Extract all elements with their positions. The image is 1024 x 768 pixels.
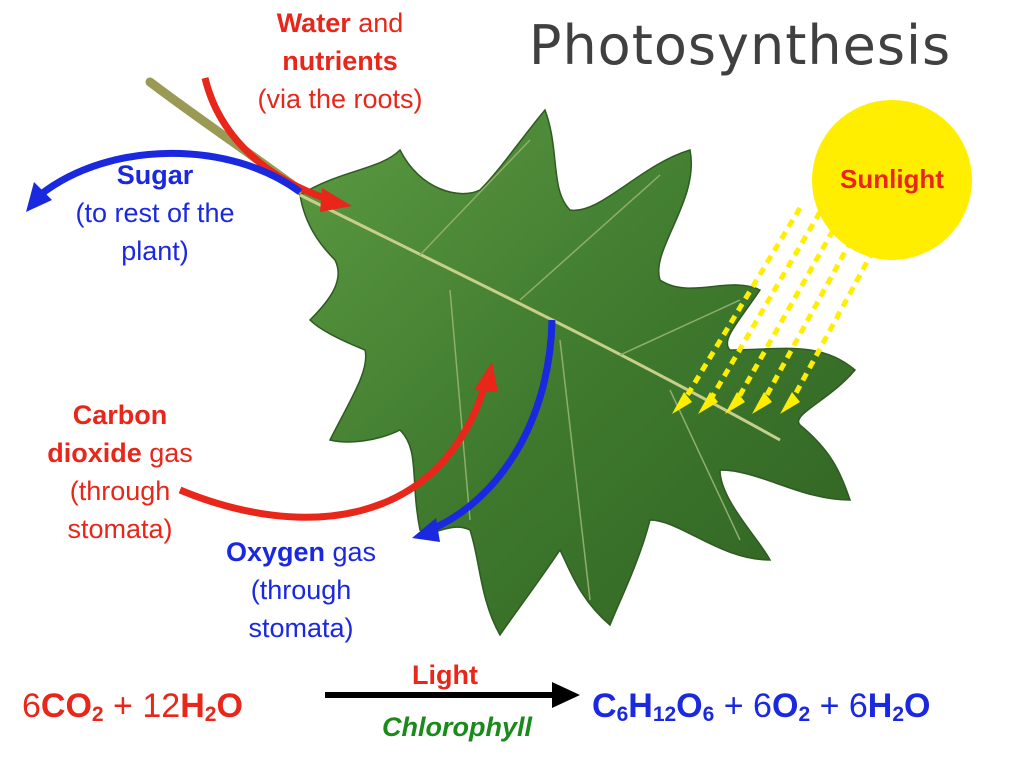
carbon-dioxide-arrowhead — [474, 362, 498, 392]
oxygen-label-bold: Oxygen — [225, 537, 325, 567]
reaction-arrowhead — [552, 682, 580, 708]
water-label-nutrients: nutrients — [282, 46, 398, 76]
leaf-vein — [449, 289, 471, 521]
oxygen-label-line2: (through — [250, 575, 352, 605]
leaf-vein — [669, 389, 741, 541]
eq-co: CO — [40, 687, 92, 725]
water-label-bold: Water — [276, 8, 351, 38]
leaf-vein — [519, 174, 661, 301]
carbon-dioxide-arrow — [178, 383, 489, 521]
eq-sub: 6 — [616, 703, 629, 726]
eq-plus: + 6 — [714, 687, 772, 725]
eq-sub: 12 — [652, 703, 677, 726]
water-label-text: and — [350, 8, 404, 38]
eq-o: O — [216, 687, 243, 725]
reaction-condition-light: Light — [412, 660, 478, 690]
sugar-label-line2: (to rest of the — [75, 198, 235, 228]
eq-sub: 2 — [892, 703, 905, 726]
sugar-arrow — [37, 149, 303, 198]
leaf — [299, 108, 857, 637]
carbon-label-gas: gas — [141, 438, 193, 468]
water-label: Water and nutrients (via the roots) — [220, 4, 460, 118]
oxygen-label-line3: stomata) — [248, 613, 354, 643]
carbon-label-line3: (through — [69, 476, 171, 506]
eq-o: O — [904, 687, 931, 725]
sun — [812, 100, 972, 260]
carbon-label-bold: dioxide — [47, 438, 142, 468]
carbon-label-line4: stomata) — [67, 514, 173, 544]
eq-c: C — [592, 687, 617, 725]
water-label-roots: (via the roots) — [257, 84, 423, 114]
oxygen-label: Oxygen gas (through stomata) — [196, 533, 406, 647]
eq-sub: 6 — [702, 703, 715, 726]
eq-h: H — [867, 687, 893, 725]
reaction-condition-chlorophyll: Chlorophyll — [382, 712, 532, 742]
eq-coef: 6 — [22, 687, 41, 725]
eq-sub: 2 — [204, 703, 217, 726]
eq-sub: 2 — [798, 703, 811, 726]
sugar-label: Sugar (to rest of the plant) — [40, 156, 270, 270]
eq-o: O — [676, 687, 703, 725]
eq-h: H — [180, 687, 205, 725]
sugar-label-line3: plant) — [121, 236, 189, 266]
sunlight-rays — [679, 206, 883, 406]
eq-plus: + 12 — [103, 687, 181, 725]
oxygen-label-gas: gas — [325, 537, 377, 567]
sunlight-ray-arrowheads — [672, 392, 800, 414]
sugar-label-bold: Sugar — [116, 160, 194, 190]
carbon-dioxide-label: Carbon dioxide gas (through stomata) — [10, 396, 230, 548]
leaf-vein — [619, 299, 741, 356]
oxygen-arrowhead — [412, 518, 440, 542]
equation-products: C6H12O6 + 6O2 + 6H2O — [592, 686, 931, 735]
eq-o: O — [771, 687, 799, 725]
eq-h: H — [628, 687, 653, 725]
eq-plus: + 6 — [810, 687, 868, 725]
water-arrowhead — [320, 188, 352, 212]
equation-reactants: 6CO2 + 12H2O — [22, 686, 243, 735]
leaf-vein — [419, 139, 531, 256]
water-arrow — [201, 77, 332, 204]
sunlight-label: Sunlight — [840, 164, 944, 194]
eq-sub: 2 — [91, 703, 104, 726]
leaf-vein — [559, 339, 591, 601]
page-title: Photosynthesis — [528, 14, 952, 77]
carbon-label-line1: Carbon — [72, 400, 168, 430]
oxygen-arrow — [428, 319, 556, 534]
sugar-arrowhead — [26, 182, 52, 212]
